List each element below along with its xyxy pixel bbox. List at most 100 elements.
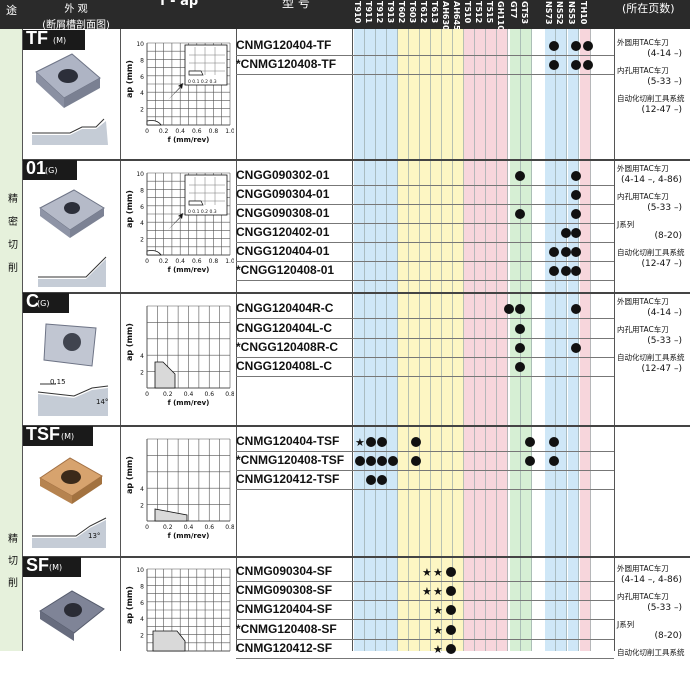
availability-dot	[377, 475, 387, 485]
section-note: (G)	[45, 166, 58, 175]
grade-header-T911: T911	[365, 0, 376, 29]
model-name: CNMG090308-SF	[236, 583, 333, 597]
chart-y-tick: 4	[140, 353, 144, 360]
chart-arrow	[168, 83, 183, 100]
grid-vline	[236, 29, 237, 651]
model-name: CNGG090308-01	[236, 206, 330, 220]
model-name: CNMG120404-SF	[236, 602, 333, 616]
model-name: CNGG120404R-C	[236, 301, 334, 315]
availability-dot	[549, 266, 559, 276]
availability-dot	[583, 41, 593, 51]
chart-x-tick: 0	[145, 128, 149, 135]
chart-xlabel: f (mm/rev)	[168, 266, 210, 274]
insert-tf-profile	[32, 118, 108, 145]
row-line	[236, 223, 614, 224]
grade-band-NS73	[545, 29, 556, 651]
page-ref-label: J系列	[617, 620, 635, 629]
chart-x-tick: 0.8	[209, 258, 219, 265]
grid-vline-thin	[590, 29, 591, 651]
chart-ylabel: ap (mm)	[125, 456, 134, 494]
chart-y-tick: 6	[140, 74, 144, 81]
row-line	[236, 658, 614, 659]
grid-vline-thin	[419, 29, 420, 651]
grade-header-AH645: AH645	[453, 0, 464, 29]
section-boundary	[22, 556, 690, 558]
page-ref-label: 内孔用TAC车刀	[617, 192, 669, 201]
side-label-finishing-char: 精	[8, 194, 18, 205]
section-note: (M)	[53, 36, 67, 45]
chart-x-tick: 0.6	[204, 391, 214, 398]
page-ref-label: 自动化切削工具系统	[617, 94, 685, 103]
availability-dot	[446, 567, 456, 577]
grade-header-label: T515	[486, 1, 494, 24]
chart-y-tick: 2	[140, 633, 144, 640]
availability-dot	[355, 456, 365, 466]
section-code: C	[26, 291, 39, 311]
insert-01-image	[39, 189, 105, 238]
availability-dot	[525, 437, 535, 447]
grade-header-T612: T612	[420, 0, 431, 29]
grade-band-T911	[365, 29, 376, 651]
grade-header-label: T910	[354, 1, 362, 24]
section-code-box-TSF: TSF(M)	[23, 424, 93, 446]
chart-x-tick: 0.8	[225, 524, 234, 531]
grade-header-label: T602	[398, 1, 406, 24]
page-ref-label: J系列	[617, 220, 635, 229]
row-line	[236, 338, 614, 339]
availability-dot	[549, 41, 559, 51]
availability-dot	[515, 304, 525, 314]
chart-inset-region	[188, 200, 204, 206]
insert-c-profile	[37, 383, 109, 416]
chart-x-tick: 0.4	[175, 258, 185, 265]
chart-inset	[184, 44, 228, 86]
model-name: CNMG120412-TSF	[236, 472, 340, 486]
section-code-box-C: C(G)	[23, 291, 69, 313]
row-line	[236, 470, 614, 471]
chart-ylabel: ap (mm)	[125, 323, 134, 361]
grade-header-T515: T515	[486, 0, 497, 29]
row-line	[236, 55, 614, 56]
insert-tsf-image	[39, 457, 103, 504]
availability-dot	[549, 247, 559, 257]
availability-dot	[583, 60, 593, 70]
row-line	[236, 185, 614, 186]
grade-header-NS73: NS73	[545, 0, 556, 29]
insert-tsf-dim: 13°	[88, 532, 101, 540]
section-boundary	[22, 425, 690, 427]
grid-vline-thin	[430, 29, 431, 651]
grade-header-TH10: TH10	[580, 0, 591, 29]
page-ref-number: (4-14 –)	[647, 308, 682, 318]
chart-inset-ticks: 0 0.1 0.2 0.3	[188, 79, 217, 85]
chart-x-tick: 0.2	[159, 128, 169, 135]
grid-vline	[22, 29, 23, 651]
model-name: *CNMG120408-TSF	[236, 453, 345, 467]
row-line	[236, 376, 614, 377]
page-ref-number: (12-47 –)	[641, 105, 682, 115]
chart-y-tick: 8	[140, 187, 144, 194]
chart-x-tick: 0.8	[209, 128, 219, 135]
availability-dot	[504, 304, 514, 314]
side-label-semi-char: 削	[8, 578, 18, 589]
grade-header-label: T913	[387, 1, 395, 24]
grade-header-T910: T910	[354, 0, 365, 29]
chart-y-tick: 6	[140, 600, 144, 607]
availability-dot	[561, 266, 571, 276]
row-line	[236, 357, 614, 358]
chart-y-tick: 4	[140, 90, 144, 97]
availability-dot	[571, 343, 581, 353]
chart-y-tick: 2	[140, 503, 144, 510]
row-line	[236, 261, 614, 262]
grid-vline-thin	[507, 29, 508, 651]
grade-band-TH10	[580, 29, 591, 651]
grade-band-T910	[354, 29, 365, 651]
header-appearance-line1: 外 观	[64, 4, 88, 15]
grade-header-label: NS52	[556, 1, 564, 25]
availability-star: ★	[433, 604, 443, 617]
chart-y-tick: 4	[140, 486, 144, 493]
availability-star: ★	[433, 624, 443, 637]
section-code: TF	[26, 28, 48, 48]
section-boundary	[22, 159, 690, 161]
grid-vline-thin	[555, 29, 556, 651]
